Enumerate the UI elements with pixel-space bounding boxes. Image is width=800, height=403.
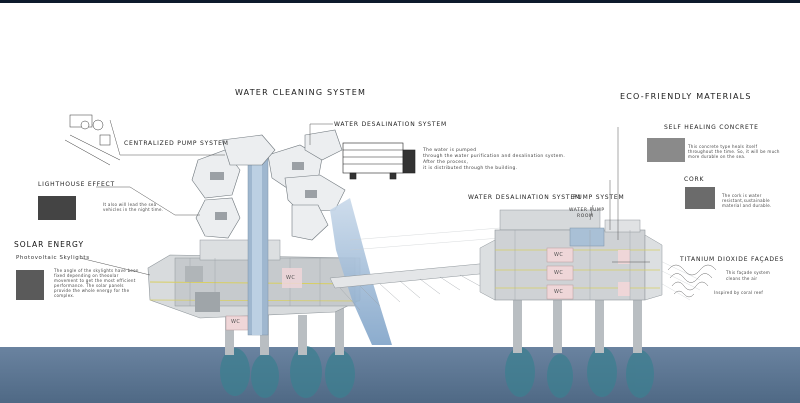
label-pump-system: PUMP SYSTEM bbox=[573, 194, 625, 201]
heading-eco-materials: ECO-FRIENDLY MATERIALS bbox=[620, 92, 752, 101]
label-water-desal-top: WATER DESALINATION SYSTEM bbox=[334, 121, 447, 128]
left-building bbox=[147, 129, 361, 336]
desc-lighthouse: It also will lead the sea vehicles in th… bbox=[103, 202, 164, 212]
desc-titanium-1: This façade system bbox=[726, 270, 771, 275]
desc-self-healing: This concrete type heals itself througho… bbox=[688, 144, 780, 159]
lighthouse-photo bbox=[38, 196, 76, 220]
label-water-pump-room-1: WATER PUMP bbox=[569, 208, 605, 213]
top-bar bbox=[0, 0, 800, 3]
sea bbox=[0, 347, 800, 403]
label-water-pump-room-2: ROOM bbox=[577, 214, 594, 219]
coral-left bbox=[220, 346, 355, 398]
right-piles bbox=[513, 298, 642, 353]
coral-right bbox=[505, 347, 654, 398]
leader-lines bbox=[79, 119, 650, 276]
desal-sketch bbox=[342, 142, 416, 180]
desc-cork: The cork is water resistant,sustainable … bbox=[722, 193, 772, 208]
heading-solar-energy: SOLAR ENERGY bbox=[14, 240, 85, 249]
desc-titanium-3: Inspired by coral reef bbox=[714, 290, 764, 295]
label-titanium: TITANIUM DIOXIDE FAÇADES bbox=[680, 256, 785, 263]
desc-water-4: it is distributed through the building. bbox=[423, 166, 518, 171]
wc-label: WC bbox=[554, 289, 564, 295]
label-lighthouse: LIGHTHOUSE EFFECT bbox=[38, 181, 116, 188]
right-building bbox=[479, 209, 663, 301]
wc-label: WC bbox=[286, 275, 296, 281]
heading-water-cleaning: WATER CLEANING SYSTEM bbox=[235, 88, 367, 97]
wc-label: WC bbox=[231, 319, 241, 325]
desc-solar: The angle of the skylights have been fix… bbox=[54, 268, 139, 298]
desc-water-3: After the process, bbox=[423, 160, 469, 165]
desc-water-1: The water is pumped bbox=[423, 148, 477, 153]
label-photovoltaic: Photovoltaic Skylights bbox=[16, 255, 90, 261]
desc-water-2: through the water purification and desal… bbox=[423, 154, 566, 159]
concrete-photo bbox=[647, 138, 685, 162]
label-water-desal-right: WATER DESALINATION SYSTEM bbox=[468, 194, 581, 201]
desc-titanium-2: cleans the air bbox=[726, 276, 758, 281]
label-centralized-pump: CENTRALIZED PUMP SYSTEM bbox=[124, 140, 229, 147]
label-cork: CORK bbox=[684, 176, 705, 183]
waterfall bbox=[330, 198, 392, 345]
skylight-photo bbox=[16, 270, 44, 300]
titanium-sketch bbox=[667, 264, 717, 298]
wc-label: WC bbox=[554, 270, 564, 276]
pump-sketch bbox=[64, 114, 121, 166]
label-self-healing: SELF HEALING CONCRETE bbox=[664, 124, 759, 131]
cork-photo bbox=[685, 187, 715, 209]
wc-label: WC bbox=[554, 252, 564, 258]
